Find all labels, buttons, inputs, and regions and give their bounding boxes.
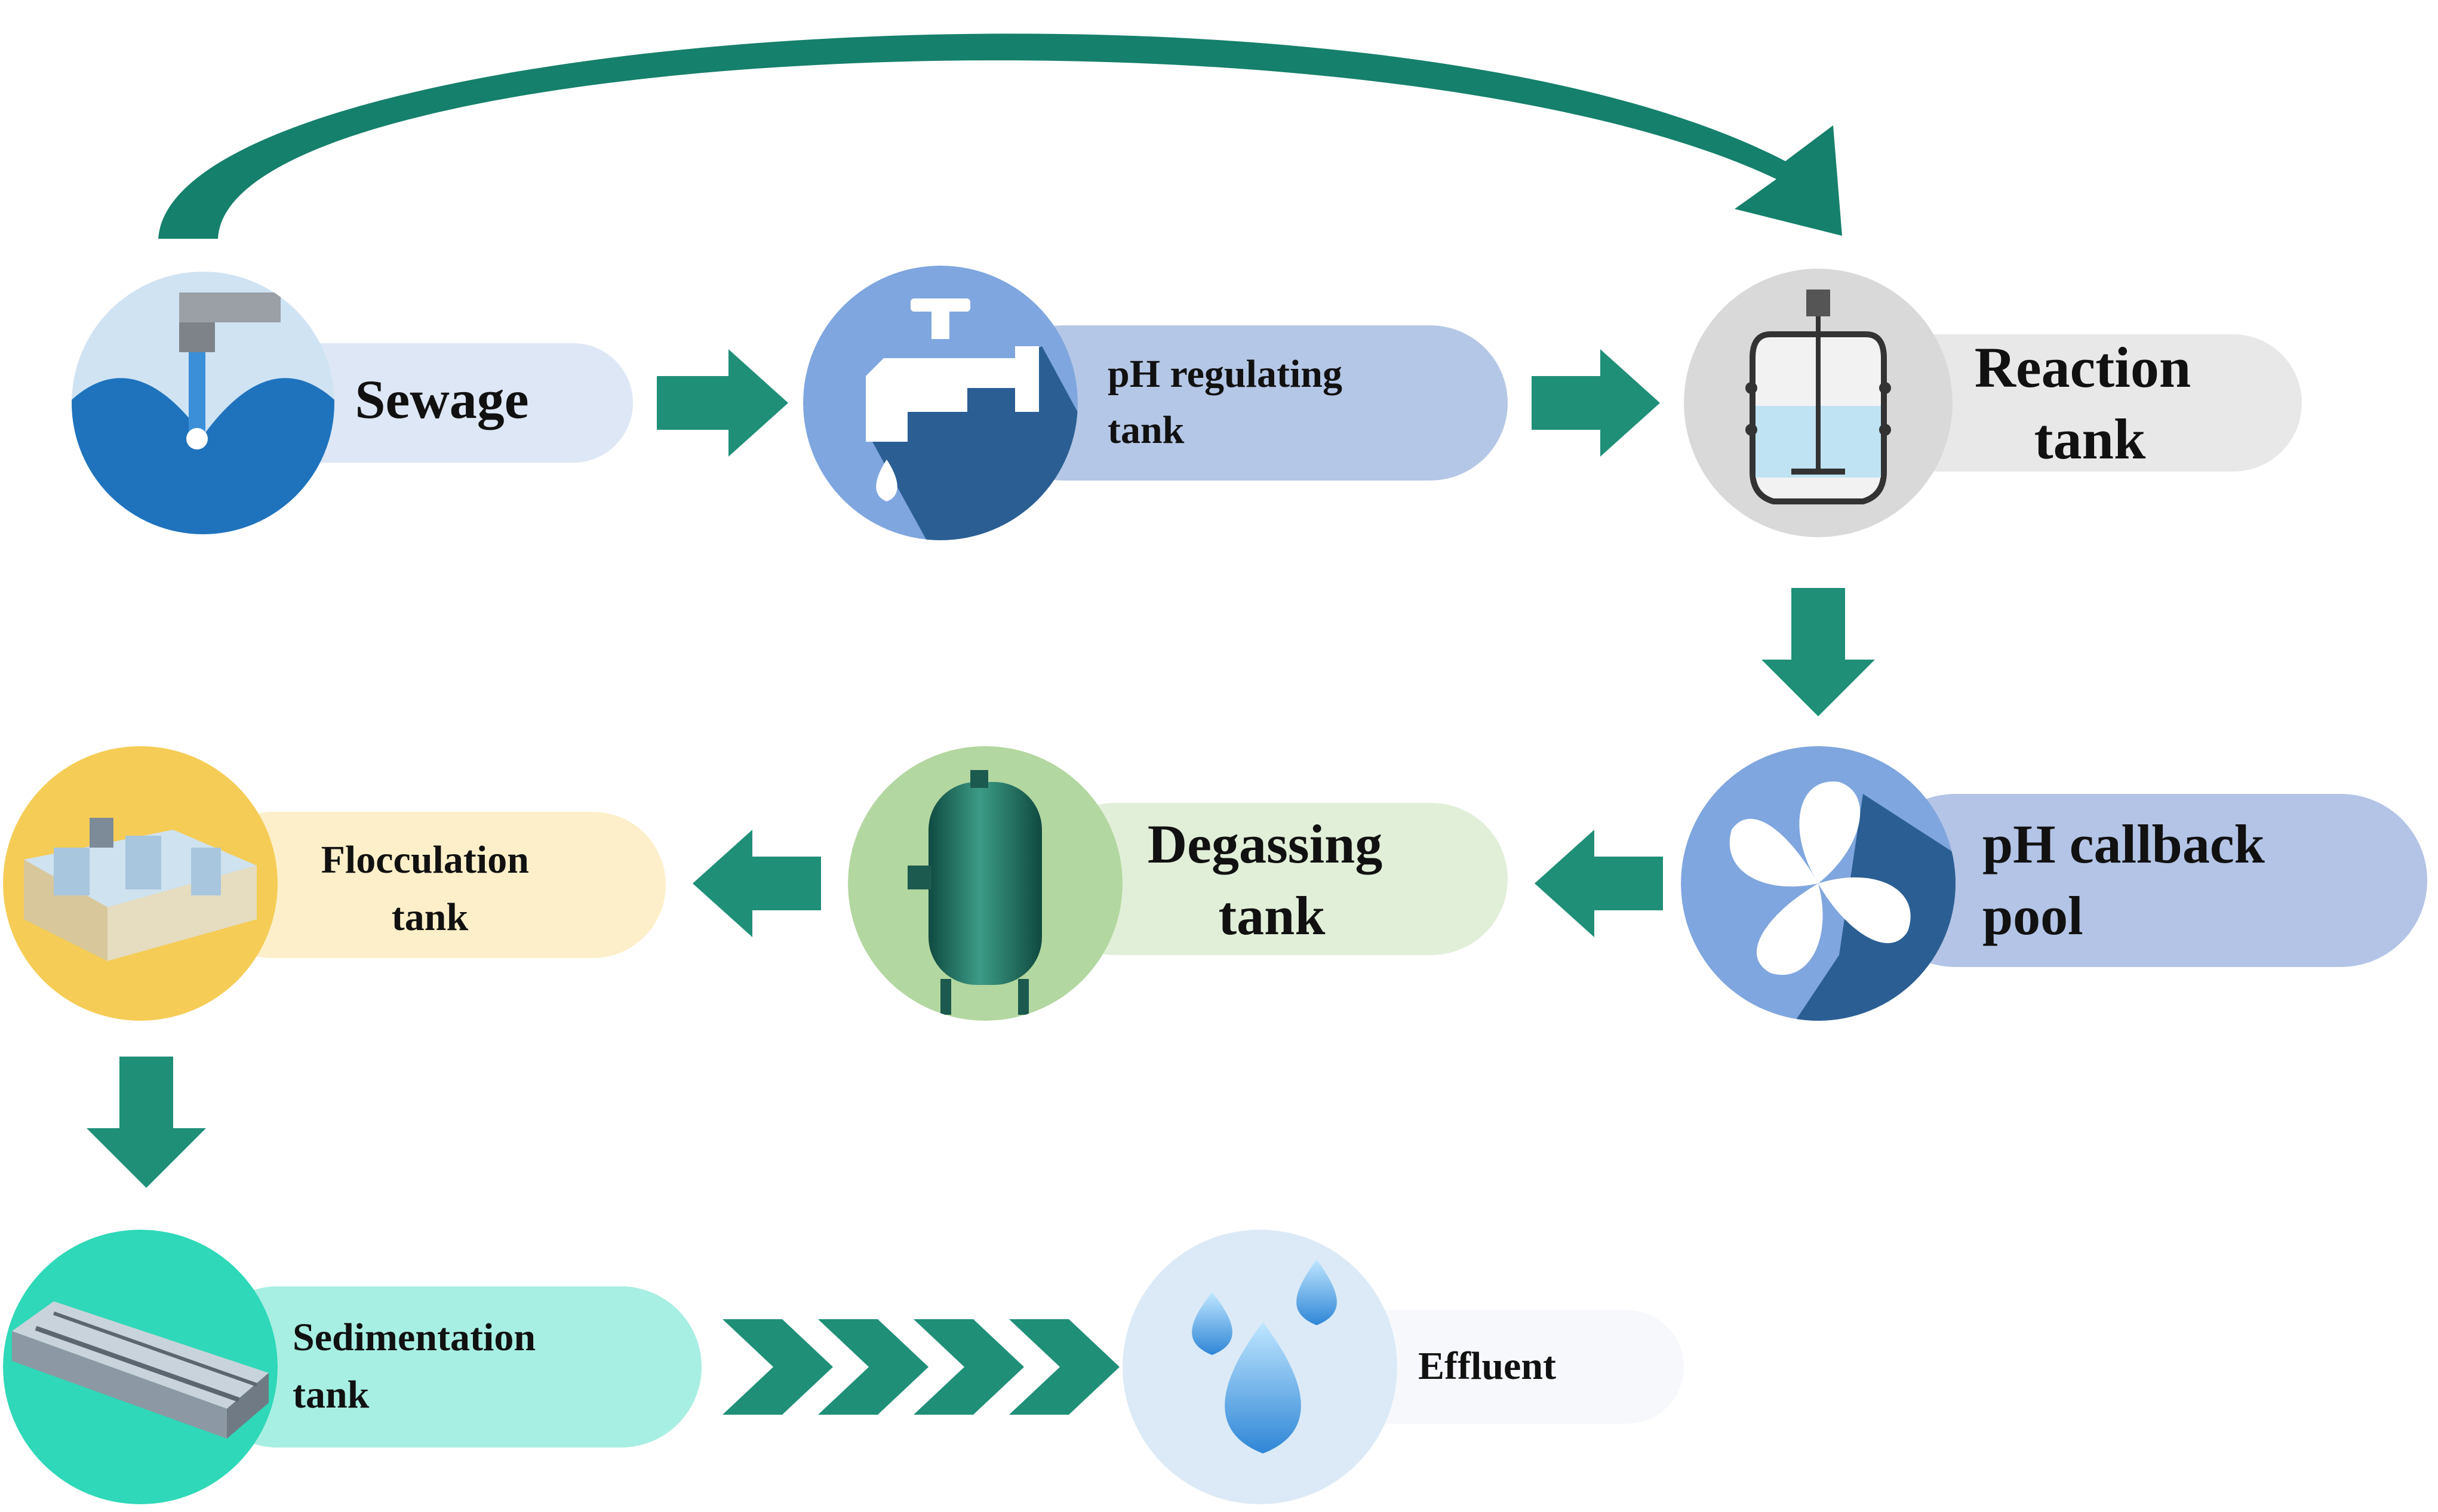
label-line-1: Reaction [1975,335,2191,399]
arrow-reaction-to-callback [1761,588,1875,716]
label-line-2: tank [392,895,469,939]
node-degassing: Degassing tank [848,746,1508,1021]
faucet-water-icon [72,272,334,534]
label-line-1: pH callback [1982,814,2265,874]
label-line-1: Effluent [1418,1344,1556,1388]
chevron-1 [723,1319,833,1415]
chevron-2 [818,1319,929,1415]
arrow-sewage-to-ph [657,349,788,457]
reactor-icon [1684,269,1953,537]
curved-arrow-sewage-to-reaction [158,33,1842,239]
node-ph-regulating: pH regulating tank [803,266,1508,540]
node-label: pH regulating tank [1108,352,1352,452]
label-line-1: Flocculation [321,838,529,882]
node-label: pH callback pool [1982,814,2279,946]
label-pill [1314,1310,1684,1424]
label-line-2: tank [1219,885,1326,946]
tap-icon [803,266,1078,540]
arrow-ph-to-reaction [1532,349,1660,457]
chevrons-sedimentation-to-effluent [723,1319,1120,1415]
label-pill [1039,803,1508,955]
label-line-1: Sedimentation [293,1316,536,1359]
label-line-2: tank [1108,408,1185,452]
chevron-4 [1009,1319,1120,1415]
arrow-degassing-to-flocculation [693,830,821,937]
node-effluent: Effluent [1123,1230,1684,1504]
node-label: Sewage [355,369,528,430]
node-label: Degassing tank [1148,814,1397,946]
node-sedimentation: Sedimentation tank [3,1230,702,1504]
label-pill [1869,794,2427,967]
node-label: Reaction tank [1975,335,2206,471]
label-pill [985,325,1508,481]
water-drops-icon [1123,1230,1397,1504]
flocculation-basin-icon [3,746,278,1021]
label-line-1: Sewage [355,369,528,430]
vessel-icon [848,746,1123,1021]
label-line-2: pool [1982,885,2083,946]
node-sewage: Sewage [72,272,633,534]
sedimentation-basin-icon [3,1230,278,1504]
arrow-flocculation-to-sedimentation [87,1057,206,1188]
label-line-1: Degassing [1148,814,1383,874]
label-line-2: tank [293,1373,370,1416]
chevron-3 [914,1319,1024,1415]
node-label: Flocculation tank [321,838,539,939]
arrow-callback-to-degassing [1535,830,1663,937]
node-label: Sedimentation tank [293,1316,546,1416]
label-pill [1869,334,2302,472]
fan-icon [1681,746,1956,1021]
label-line-2: tank [2034,407,2146,471]
node-ph-callback: pH callback pool [1681,746,2427,1021]
label-pill [257,343,633,463]
label-pill [200,812,666,958]
node-label: Effluent [1418,1344,1556,1388]
label-pill [197,1286,702,1448]
node-flocculation: Flocculation tank [3,746,666,1021]
node-reaction: Reaction tank [1684,269,2302,537]
label-line-1: pH regulating [1108,352,1342,396]
